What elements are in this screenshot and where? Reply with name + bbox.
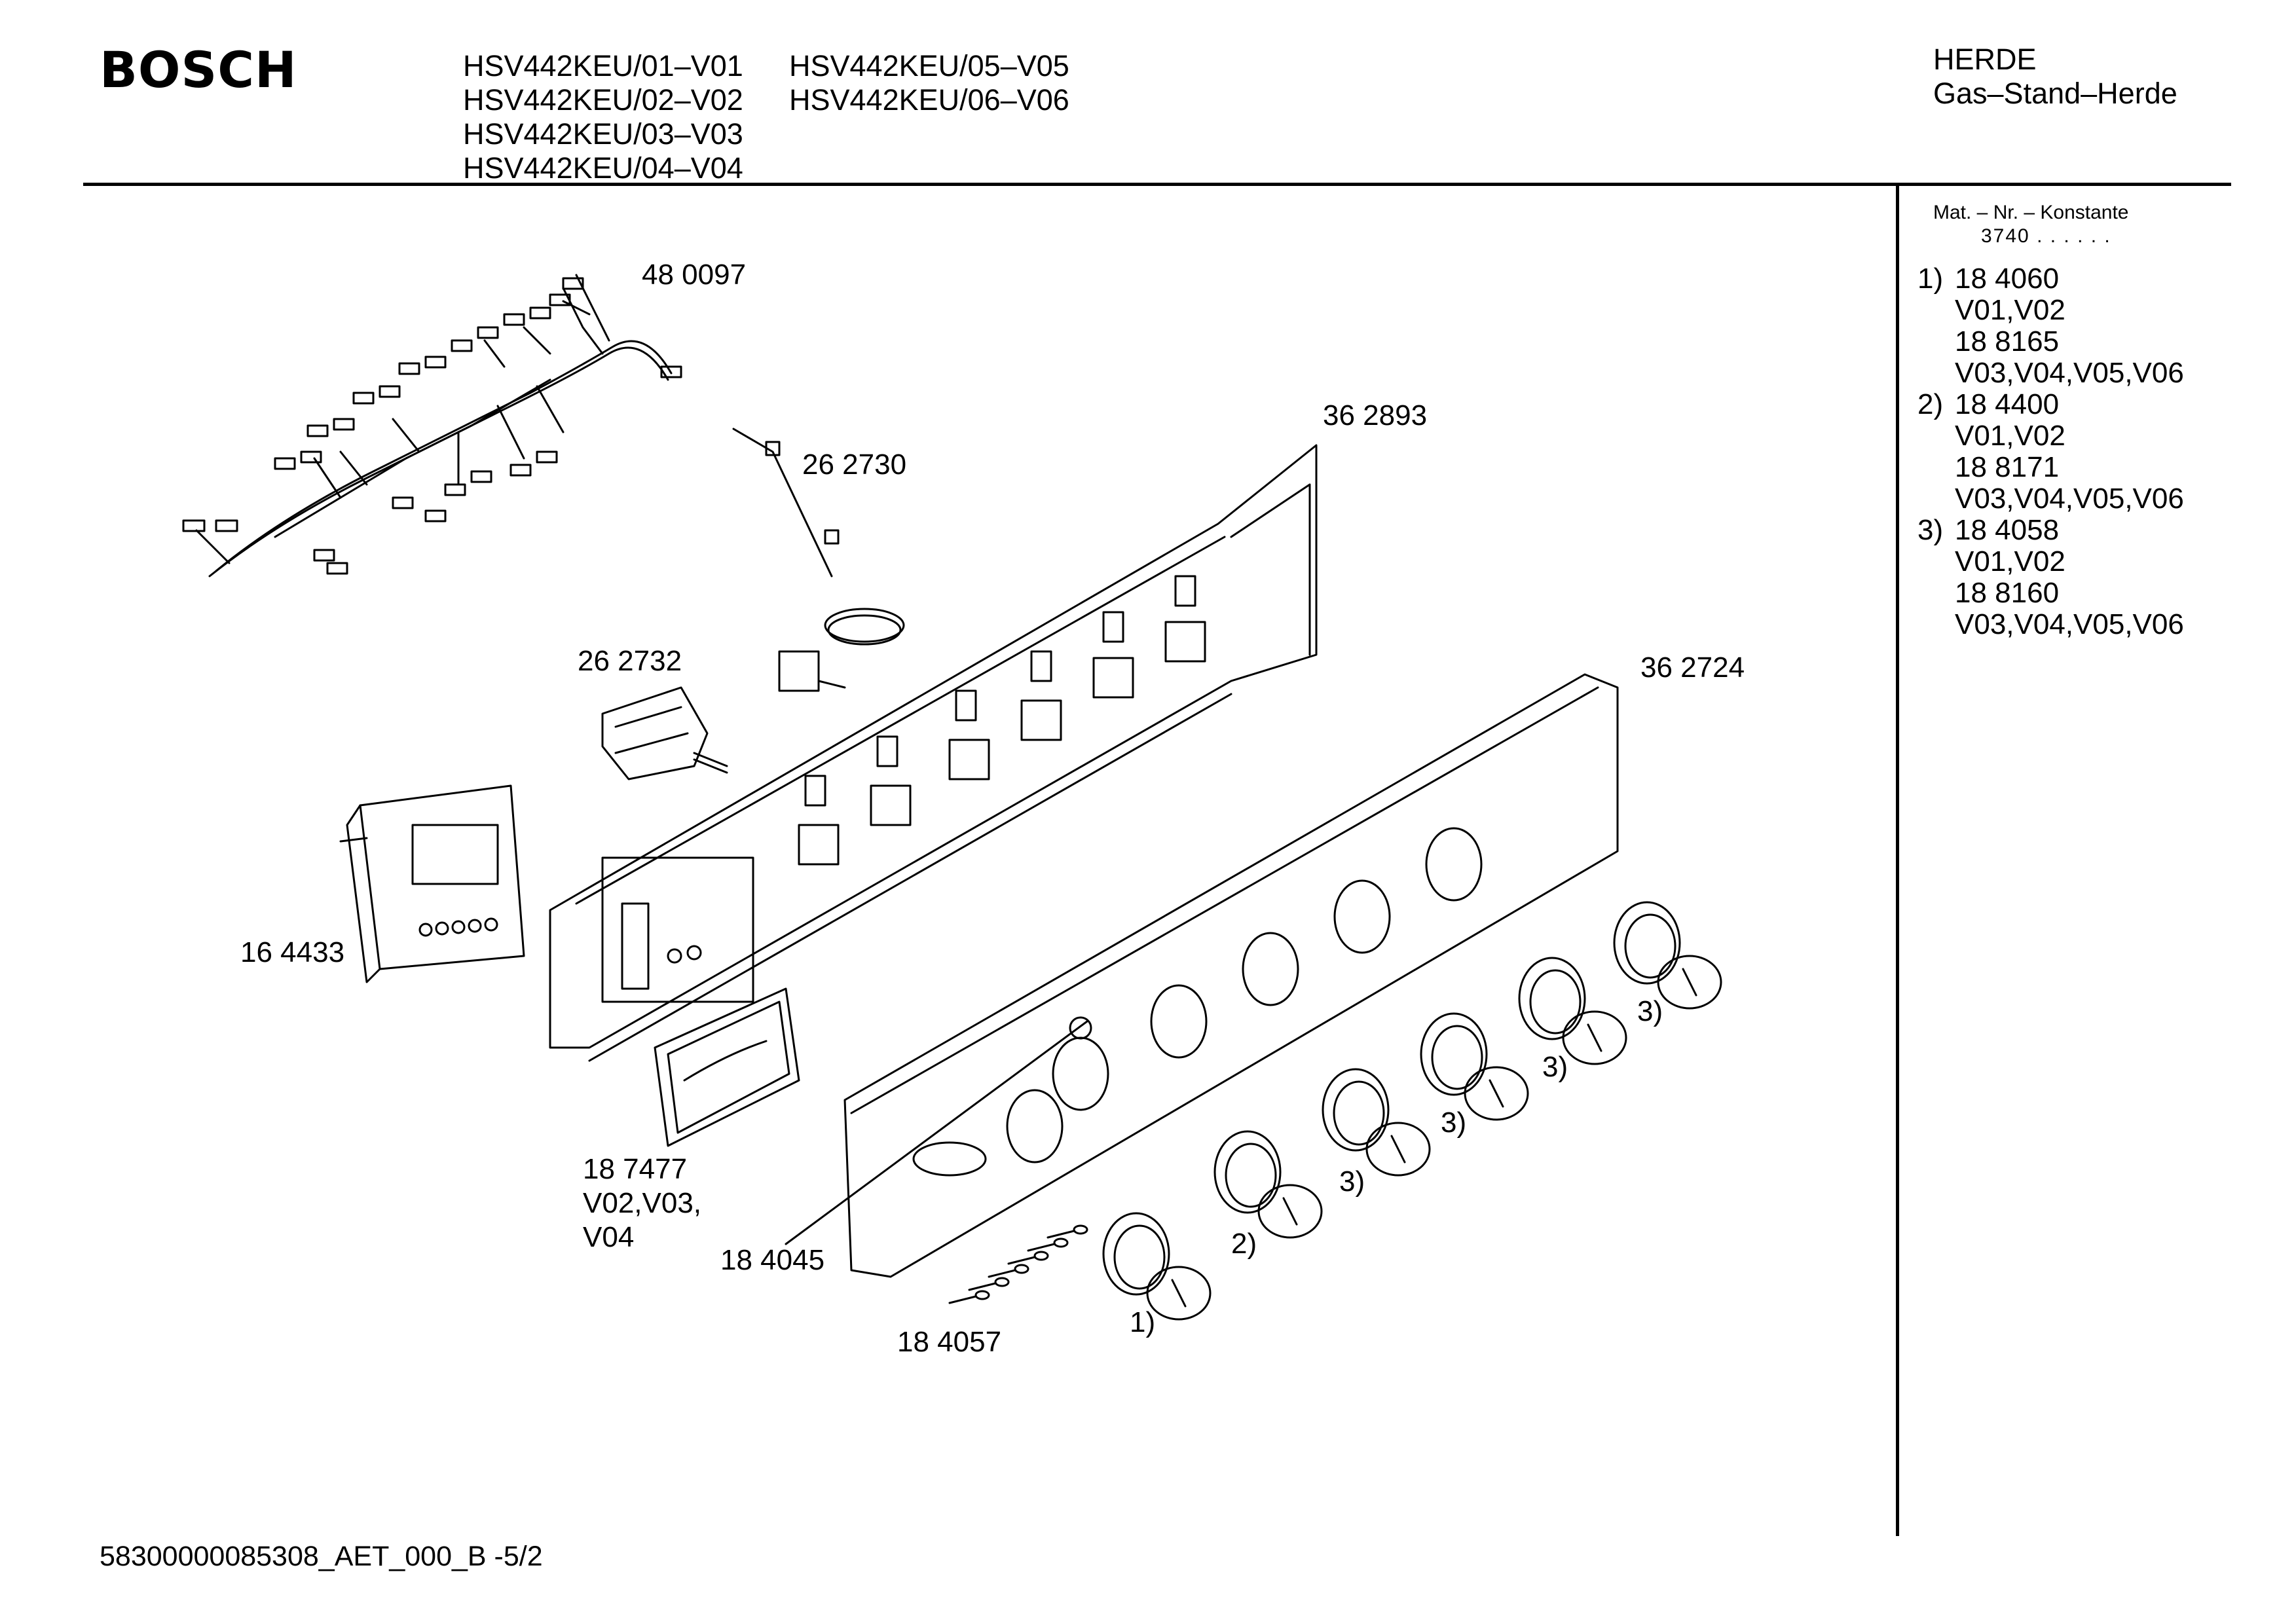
note-line: V03,V04,V05,V06 [1955, 608, 2184, 640]
callout-line: 18 7477 [583, 1153, 688, 1185]
note-marker: 2) [1917, 388, 1944, 420]
callout-480097: 48 0097 [642, 259, 747, 291]
knob-part [1213, 1130, 1323, 1239]
note-1: 1) 18 4060 V01,V02 18 8165 V03,V04,V05,V… [1917, 263, 2184, 389]
note-marker: 3) [1917, 514, 1944, 546]
thermostat-part [732, 428, 905, 692]
model-number: HSV442KEU/03–V03 [463, 117, 743, 151]
model-list-col2: HSV442KEU/05–V05 HSV442KEU/06–V06 [789, 49, 1069, 117]
note-3: 3) 18 4058 V01,V02 18 8160 V03,V04,V05,V… [1917, 514, 2184, 640]
callout-line: V04 [583, 1221, 635, 1253]
category-title: HERDE [1933, 43, 2037, 76]
document-id: 58300000085308_AET_000_B -5/2 [100, 1541, 543, 1572]
category-subtitle: Gas–Stand–Herde [1933, 77, 2177, 110]
note-line: V03,V04,V05,V06 [1955, 483, 2184, 515]
konstante-value: 3740 . . . . . . [1981, 225, 2111, 247]
knob-part [1420, 1012, 1529, 1121]
note-line: 18 8160 [1955, 577, 2060, 609]
callout-184057: 18 4057 [897, 1326, 1002, 1358]
knob-part [1613, 901, 1722, 1010]
note-line: 18 8165 [1955, 325, 2060, 357]
callout-line: V02,V03, [583, 1187, 702, 1219]
knob-marker: 3) [1637, 995, 1663, 1027]
brand-logo: BOSCH [100, 41, 297, 99]
header-divider [83, 183, 2231, 186]
model-list-col1: HSV442KEU/01–V01 HSV442KEU/02–V02 HSV442… [463, 49, 743, 185]
knob-part [1102, 1212, 1212, 1321]
knob-part [1322, 1068, 1431, 1177]
knob-marker: 1) [1130, 1306, 1156, 1338]
knob-marker: 3) [1441, 1107, 1467, 1139]
callout-187477: 18 7477 V02,V03, V04 [583, 1152, 701, 1255]
konstante-label: Mat. – Nr. – Konstante [1933, 202, 2129, 223]
indicator-lamps-part [948, 1224, 1088, 1304]
control-panel-part [785, 673, 1619, 1278]
note-line: V01,V02 [1955, 420, 2065, 452]
clock-module-part [339, 784, 525, 983]
knob-marker: 2) [1231, 1228, 1257, 1260]
callout-262732: 26 2732 [578, 645, 682, 677]
note-line: 18 4060 [1955, 263, 2060, 295]
model-number: HSV442KEU/06–V06 [789, 83, 1069, 117]
panel-bracket-part [549, 444, 1318, 1062]
knob-marker: 3) [1339, 1165, 1365, 1198]
callout-362724: 36 2724 [1640, 651, 1745, 684]
note-line: V03,V04,V05,V06 [1955, 357, 2184, 389]
wiring-harness-part [182, 274, 682, 577]
selector-switch-part [601, 686, 728, 780]
model-number: HSV442KEU/04–V04 [463, 151, 743, 185]
model-number: HSV442KEU/05–V05 [789, 49, 1069, 82]
note-line: 18 4058 [1955, 514, 2060, 546]
model-number: HSV442KEU/01–V01 [463, 49, 743, 82]
note-marker: 1) [1917, 263, 1944, 295]
callout-362893: 36 2893 [1323, 399, 1428, 431]
model-number: HSV442KEU/02–V02 [463, 83, 743, 117]
note-line: 18 8171 [1955, 451, 2060, 483]
sidebar-divider [1896, 186, 1899, 1536]
knob-marker: 3) [1542, 1051, 1568, 1083]
callout-184045: 18 4045 [720, 1244, 825, 1276]
category-block: HERDE Gas–Stand–Herde [1933, 43, 2177, 111]
note-line: V01,V02 [1955, 545, 2065, 577]
note-2: 2) 18 4400 V01,V02 18 8171 V03,V04,V05,V… [1917, 388, 2184, 515]
note-line: V01,V02 [1955, 294, 2065, 326]
display-frame-part [654, 987, 800, 1147]
callout-262730: 26 2730 [802, 449, 907, 481]
callout-164433: 16 4433 [240, 936, 345, 968]
knob-part [1518, 957, 1627, 1065]
note-line: 18 4400 [1955, 388, 2060, 420]
